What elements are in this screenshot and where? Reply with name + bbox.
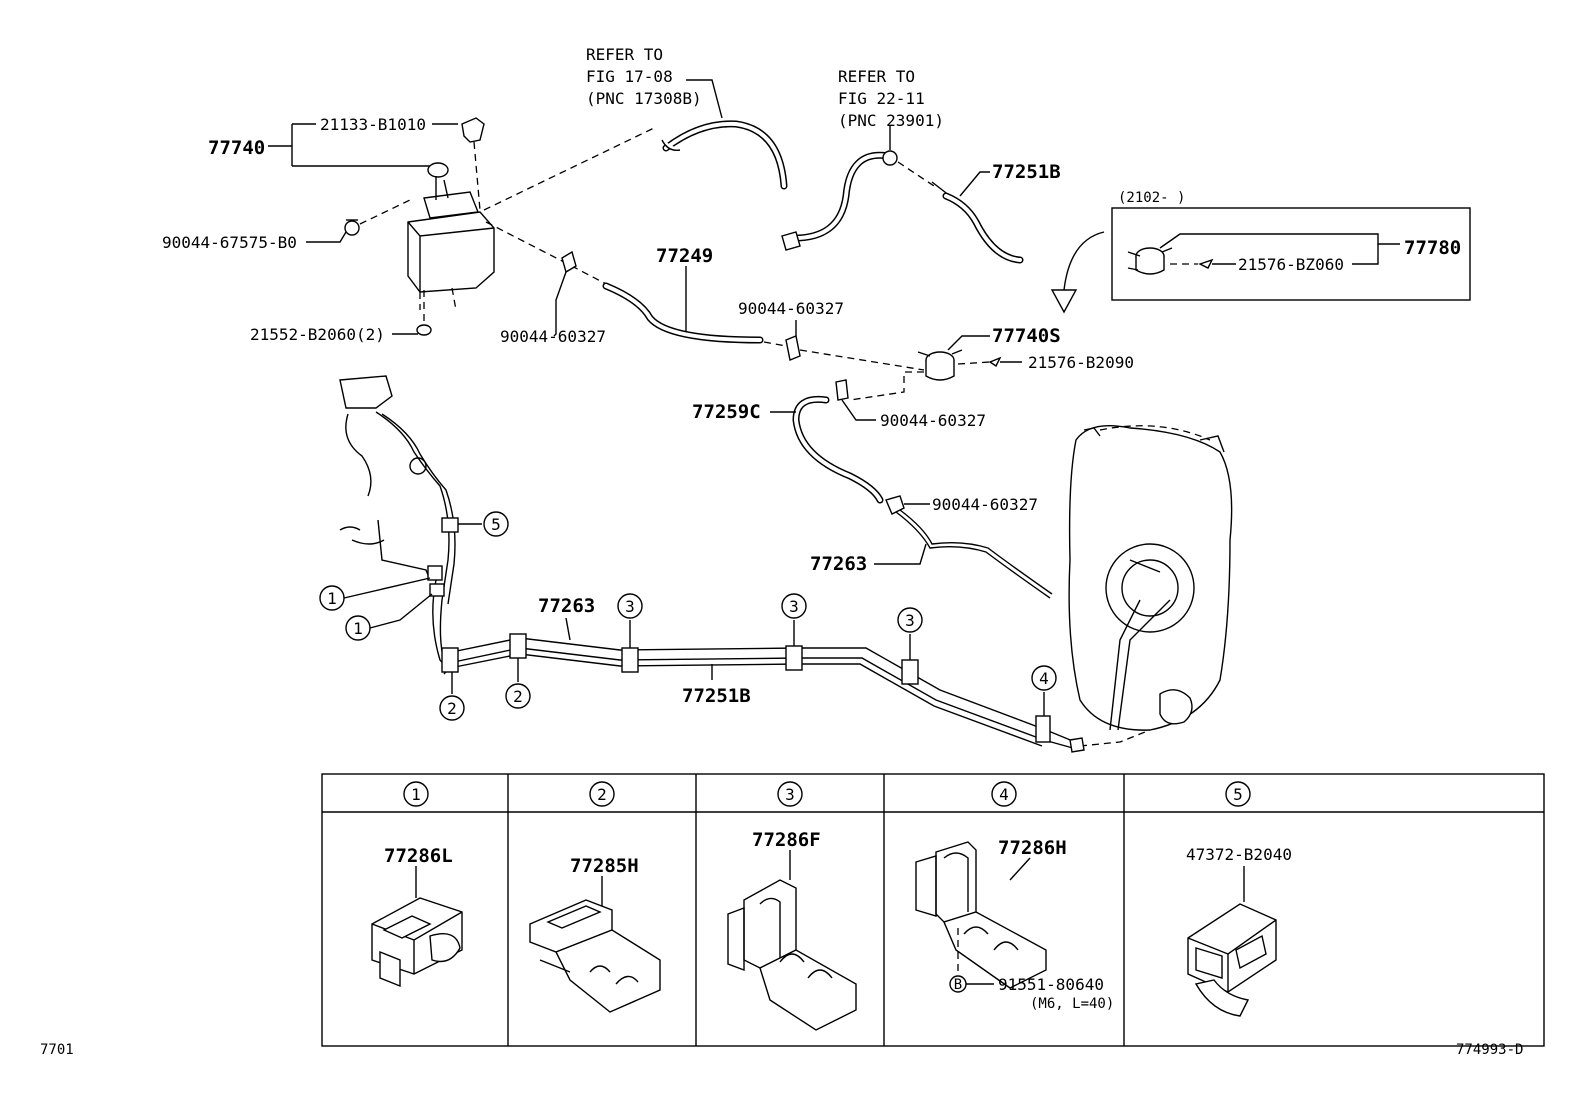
label-77251b-bottom: 77251B [682, 685, 751, 707]
table-col3-part: 77286F [752, 829, 821, 851]
inset-arrow [1063, 231, 1105, 291]
callout-1b: 1 [345, 615, 371, 641]
label-77263-right: 77263 [810, 553, 867, 575]
callout-3b: 3 [781, 593, 807, 619]
label-90044-b: 90044-60327 [738, 299, 844, 318]
table-col4-num: 4 [999, 785, 1009, 804]
label-77259c: 77259C [692, 401, 761, 423]
charcoal-canister [407, 162, 495, 311]
wire-harness [339, 375, 456, 667]
svg-text:3: 3 [625, 597, 635, 616]
label-90044-c: 90044-60327 [880, 411, 986, 430]
clip-77286F [727, 850, 857, 1031]
clip-77286L [371, 866, 463, 988]
table-col1-num: 1 [411, 785, 421, 804]
footer-right: 774993-D [1456, 1042, 1523, 1058]
svg-text:2: 2 [447, 699, 457, 718]
bolt-mark: B [954, 977, 962, 993]
hose-clip-b [785, 335, 801, 361]
nut-21552 [416, 324, 432, 336]
label-77251b-top: 77251B [992, 161, 1061, 183]
refer-a-line3: (PNC 17308B) [586, 89, 702, 108]
svg-text:3: 3 [905, 611, 915, 630]
callout-3c: 3 [897, 607, 923, 633]
svg-text:2: 2 [513, 687, 523, 706]
label-77740s: 77740S [992, 325, 1061, 347]
label-21552: 21552-B2060(2) [250, 325, 385, 344]
table-col5-part: 47372-B2040 [1186, 845, 1292, 864]
hose-clip-a [561, 250, 577, 274]
table-col1-part: 77286L [384, 845, 453, 867]
callout-2a: 2 [439, 695, 465, 721]
hose-clip-d [885, 495, 905, 515]
refer-b-line1: REFER TO [838, 67, 915, 86]
svg-text:3: 3 [789, 597, 799, 616]
bracket-21133 [461, 117, 485, 143]
clip-47372-B2040 [1187, 866, 1277, 1017]
inset-box [1111, 207, 1471, 301]
refer-a-line2: FIG 17-08 [586, 67, 673, 86]
filter-77740s [917, 349, 963, 381]
label-21576-b2090: 21576-B2090 [1028, 353, 1134, 372]
refer-b-line3: (PNC 23901) [838, 111, 944, 130]
hose-clip-c [835, 379, 849, 401]
callout-1a: 1 [319, 585, 345, 611]
label-90044-a: 90044-60327 [500, 327, 606, 346]
filter-77780 [1127, 247, 1173, 275]
clip-77285H [529, 876, 661, 1013]
svg-text:4: 4 [1039, 669, 1049, 688]
clip-77286H: B [915, 841, 1047, 993]
label-90044-67575: 90044-67575-B0 [162, 233, 297, 252]
clip-table: 1 2 3 4 5 77286L 77285H 77286F 77286H 47… [321, 773, 1545, 1047]
refer-a-line1: REFER TO [586, 45, 663, 64]
table-bolt: 91551-80640 [998, 975, 1104, 994]
svg-text:1: 1 [327, 589, 337, 608]
table-col4-part: 77286H [998, 837, 1067, 859]
table-col5-num: 5 [1233, 785, 1243, 804]
callout-3a: 3 [617, 593, 643, 619]
fuel-tank [1068, 425, 1233, 731]
table-bolt-spec: (M6, L=40) [1030, 996, 1114, 1012]
label-77249: 77249 [656, 245, 713, 267]
label-21576-bz060: 21576-BZ060 [1238, 255, 1344, 274]
label-77780: 77780 [1404, 237, 1461, 259]
label-77263-left: 77263 [538, 595, 595, 617]
label-90044-d: 90044-60327 [932, 495, 1038, 514]
table-col3-num: 3 [785, 785, 795, 804]
label-21133: 21133-B1010 [320, 115, 426, 134]
callout-2b: 2 [505, 683, 531, 709]
table-col2-part: 77285H [570, 855, 639, 877]
callout-5: 5 [483, 511, 509, 537]
footer-left: 7701 [40, 1042, 74, 1058]
refer-b-line2: FIG 22-11 [838, 89, 925, 108]
label-77740: 77740 [208, 137, 265, 159]
table-col2-num: 2 [597, 785, 607, 804]
callout-4: 4 [1031, 665, 1057, 691]
svg-text:5: 5 [491, 515, 501, 534]
clip-90044-67575 [344, 219, 360, 236]
inset-date: (2102- ) [1118, 190, 1185, 206]
svg-text:1: 1 [353, 619, 363, 638]
